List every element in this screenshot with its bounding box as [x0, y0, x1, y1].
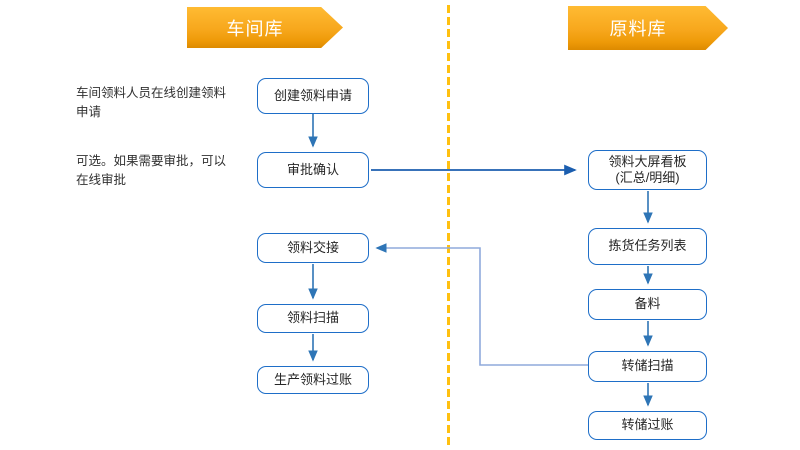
flow-node-transfer-scan: 转储扫描 [588, 351, 707, 382]
lane-header-label: 原料库 [609, 19, 667, 39]
flow-node-material-scan: 领料扫描 [257, 304, 369, 333]
node-sublabel: (汇总/明细) [615, 170, 680, 185]
connector-transfer-scan-to-handover [375, 243, 588, 366]
annotation-approval-note: 可选。如果需要审批，可以在线审批 [76, 154, 227, 188]
lane-header-raw-material-warehouse: 原料库 [568, 6, 728, 50]
node-label: 领料扫描 [286, 310, 339, 326]
flow-node-transfer-posting: 转储过账 [588, 411, 707, 440]
node-label: 领料大屏看板 [608, 153, 687, 169]
node-label: 拣货任务列表 [608, 238, 687, 254]
node-label: 创建领料申请 [273, 87, 352, 103]
flow-node-material-dashboard: 领料大屏看板 (汇总/明细) [588, 150, 707, 190]
flow-node-create-material-request: 创建领料申请 [257, 78, 369, 114]
node-label: 生产领料过账 [273, 371, 352, 387]
flow-node-approval-confirm: 审批确认 [257, 152, 369, 188]
flow-node-staging: 备料 [588, 289, 707, 320]
node-label: 转储过账 [621, 417, 674, 433]
node-label: 备料 [634, 296, 661, 312]
flow-node-material-handover: 领料交接 [257, 233, 369, 263]
node-label: 领料交接 [286, 239, 339, 255]
annotation-create-request-note: 车间领料人员在线创建领料申请 [76, 86, 227, 120]
flow-node-picking-task-list: 拣货任务列表 [588, 228, 707, 265]
lane-header-label: 车间库 [226, 18, 284, 39]
lane-divider-dashed-line [447, 5, 450, 445]
flow-node-production-issue-posting: 生产领料过账 [257, 366, 369, 394]
node-label: 审批确认 [286, 161, 339, 177]
lane-header-workshop-warehouse: 车间库 [187, 7, 343, 48]
node-label: 转储扫描 [621, 358, 674, 374]
